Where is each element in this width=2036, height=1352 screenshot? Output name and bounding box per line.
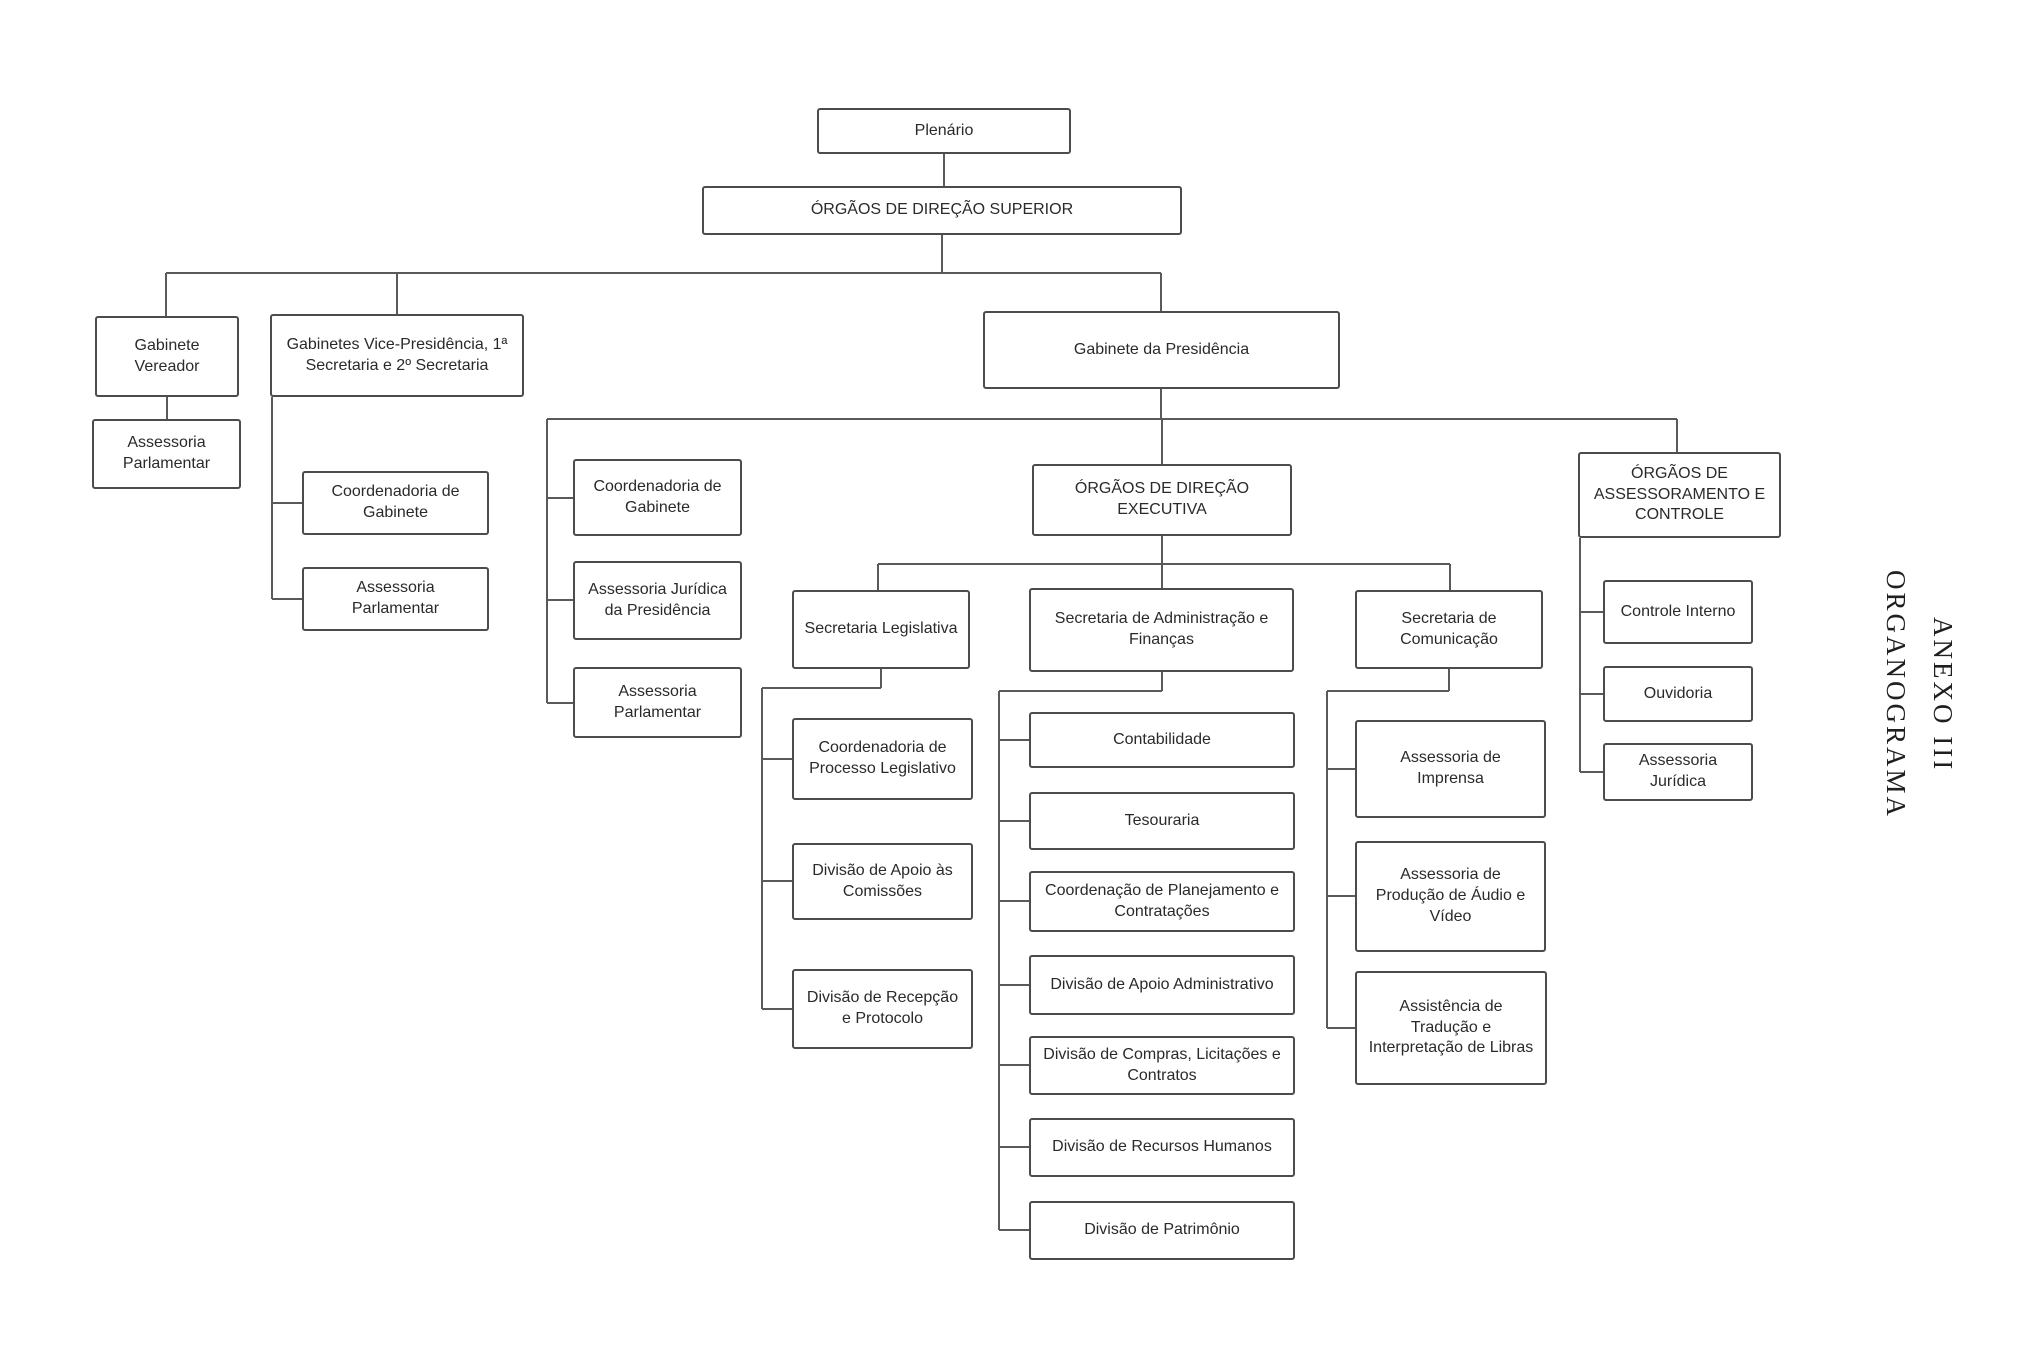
node-orgaos-direcao-executiva: ÓRGÃOS DE DIREÇÃO EXECUTIVA (1032, 464, 1292, 536)
node-orgaos-assessoramento-controle: ÓRGÃOS DE ASSESSORAMENTO E CONTROLE (1578, 452, 1781, 538)
annex-title-line2: ORGANOGRAMA (1881, 570, 1911, 820)
node-assessoria-imprensa: Assessoria de Imprensa (1355, 720, 1546, 818)
node-coordenadoria-gabinete-presidencia: Coordenadoria de Gabinete (573, 459, 742, 536)
node-divisao-recursos-humanos: Divisão de Recursos Humanos (1029, 1118, 1295, 1177)
node-divisao-apoio-comissoes: Divisão de Apoio às Comissões (792, 843, 973, 920)
node-divisao-recepcao-protocolo: Divisão de Recepção e Protocolo (792, 969, 973, 1049)
node-assessoria-producao-audio-video: Assessoria de Produção de Áudio e Vídeo (1355, 841, 1546, 952)
annex-title: ANEXO III ORGANOGRAMA (1872, 545, 1966, 845)
node-gabinetes-vice-presidencia: Gabinetes Vice-Presidência, 1ª Secretari… (270, 314, 524, 397)
node-tesouraria: Tesouraria (1029, 792, 1295, 850)
node-assessoria-parlamentar-presidencia: Assessoria Parlamentar (573, 667, 742, 738)
node-orgaos-direcao-superior: ÓRGÃOS DE DIREÇÃO SUPERIOR (702, 186, 1182, 235)
node-gabinete-vereador: Gabinete Vereador (95, 316, 239, 397)
node-secretaria-legislativa: Secretaria Legislativa (792, 590, 970, 669)
annex-title-line1: ANEXO III (1928, 617, 1958, 773)
node-divisao-apoio-administrativo: Divisão de Apoio Administrativo (1029, 955, 1295, 1015)
node-plenario: Plenário (817, 108, 1071, 154)
node-secretaria-comunicacao: Secretaria de Comunicação (1355, 590, 1543, 669)
node-coordenadoria-gabinete-vice: Coordenadoria de Gabinete (302, 471, 489, 535)
node-assessoria-parlamentar-vice: Assessoria Parlamentar (302, 567, 489, 631)
node-coordenacao-planejamento-contratacoes: Coordenação de Planejamento e Contrataçõ… (1029, 871, 1295, 932)
node-assistencia-traducao-libras: Assistência de Tradução e Interpretação … (1355, 971, 1547, 1085)
node-ouvidoria: Ouvidoria (1603, 666, 1753, 722)
node-coordenadoria-processo-legislativo: Coordenadoria de Processo Legislativo (792, 718, 973, 800)
node-contabilidade: Contabilidade (1029, 712, 1295, 768)
node-assessoria-parlamentar-vereador: Assessoria Parlamentar (92, 419, 241, 489)
node-assessoria-juridica: Assessoria Jurídica (1603, 743, 1753, 801)
node-secretaria-administracao-financas: Secretaria de Administração e Finanças (1029, 588, 1294, 672)
node-assessoria-juridica-presidencia: Assessoria Jurídica da Presidência (573, 561, 742, 640)
node-divisao-compras-licitacoes-contratos: Divisão de Compras, Licitações e Contrat… (1029, 1036, 1295, 1095)
node-gabinete-presidencia: Gabinete da Presidência (983, 311, 1340, 389)
node-controle-interno: Controle Interno (1603, 580, 1753, 644)
node-divisao-patrimonio: Divisão de Patrimônio (1029, 1201, 1295, 1260)
